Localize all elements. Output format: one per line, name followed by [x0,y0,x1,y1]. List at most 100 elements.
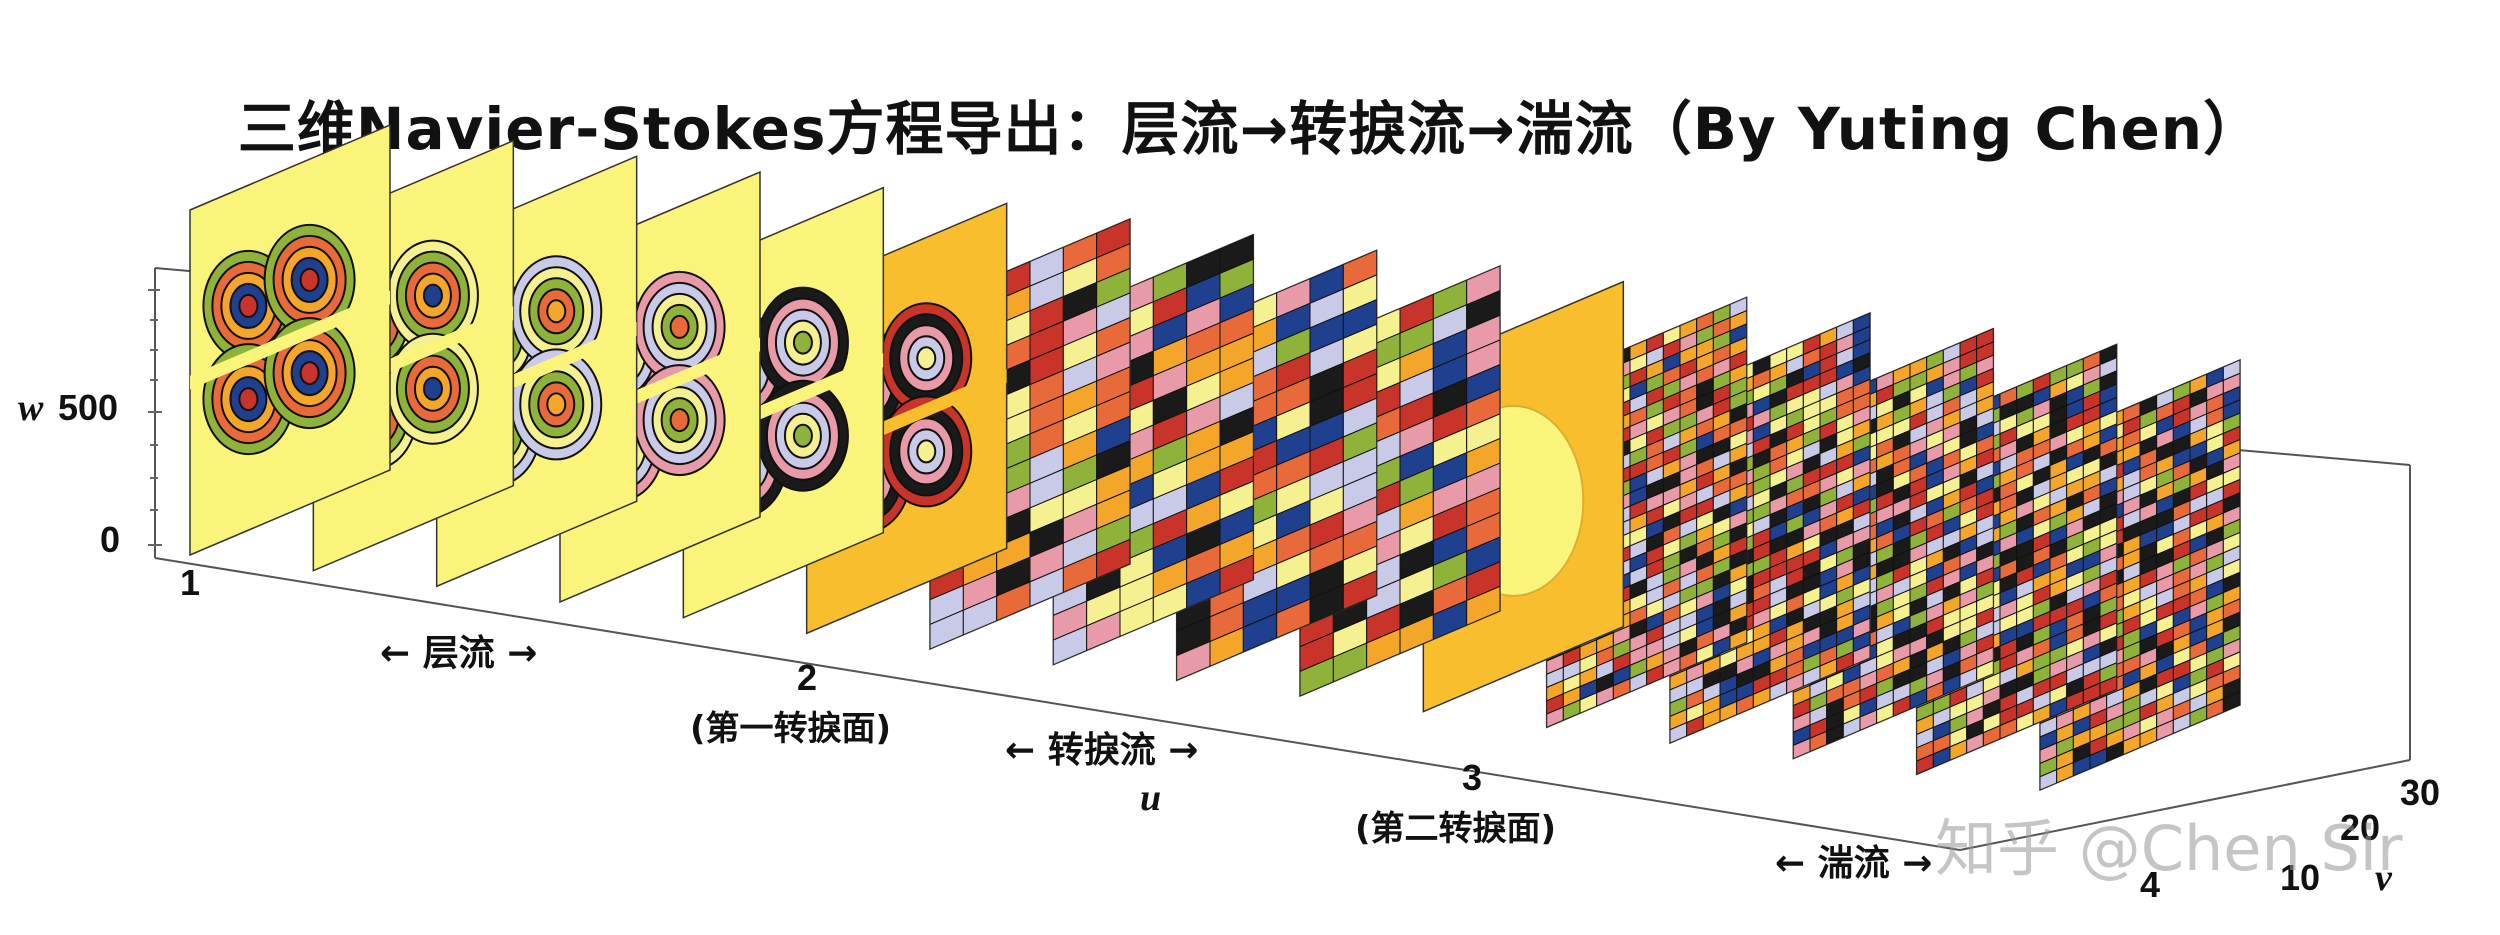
pattern-cell [1342,372,1377,414]
pattern-cell [1219,529,1254,570]
slice-layer [189,123,2241,792]
pattern-cell [1852,604,1870,627]
pattern-cell [2099,529,2117,552]
pattern-cell [1729,495,1747,518]
pattern-cell [2099,370,2117,392]
pattern-cell [1976,460,1994,483]
pattern-cell [1976,593,1994,616]
pattern-cell [1976,526,1994,549]
pattern-cell [1219,307,1254,349]
contour-ring [238,387,259,412]
pattern-cell [2222,452,2240,474]
pattern-cell [1976,606,1994,629]
pattern-cell [2222,611,2240,634]
pattern-cell [1219,455,1254,497]
pattern-cell [1852,391,1870,414]
contour-ring [546,299,567,324]
pattern-cell [1219,554,1254,595]
pattern-cell [2099,516,2117,538]
pattern-cell [1342,397,1377,438]
pattern-cell [1466,462,1500,503]
contour-ring [669,408,690,433]
pattern-cell [1976,619,1994,642]
pattern-cell [1976,473,1994,496]
pattern-cell [2222,571,2240,594]
pattern-cell [2099,502,2117,525]
pattern-cell [1976,659,1994,682]
pattern-cell [2222,505,2240,528]
pattern-cell [1852,378,1870,401]
pattern-cell [1729,429,1747,452]
pattern-cell [1342,422,1377,463]
pattern-cell [2222,412,2240,435]
pattern-cell [1342,520,1377,561]
pattern-cell [1342,471,1377,512]
pattern-cell [1096,538,1130,579]
contour-ring [669,314,690,339]
pattern-cell [1096,341,1130,382]
pattern-cell [2099,555,2117,578]
pattern-cell [1466,339,1500,380]
pattern-cell [1729,508,1747,531]
v-tick-10: 10 [2280,857,2320,898]
pattern-cell [1852,325,1870,348]
pattern-cell [1976,633,1994,655]
pattern-cell [2099,569,2117,592]
pattern-cell [1342,496,1377,537]
pattern-cell [1976,407,1994,430]
pattern-cell [1976,420,1994,443]
pattern-cell [1976,553,1994,576]
pattern-cell [1852,617,1870,640]
pattern-cell [1976,354,1994,377]
pattern-cell [1976,367,1994,390]
pattern-cell [1729,442,1747,465]
pattern-cell [1976,540,1994,563]
pattern-cell [1729,561,1747,584]
pattern-cell [2222,677,2240,700]
pattern-cell [1729,575,1747,598]
slice-laminar [189,123,391,557]
pattern-cell [2222,385,2240,408]
pattern-cell [1466,289,1500,331]
pattern-cell [1976,513,1994,536]
pattern-cell [1219,332,1254,373]
pattern-cell [2099,383,2117,406]
pattern-cell [2222,438,2240,461]
contour-ring [422,376,443,401]
pattern-cell [2222,425,2240,448]
pattern-cell [1466,413,1500,454]
pattern-cell [1852,458,1870,481]
pattern-cell [2099,648,2117,671]
pattern-cell [1096,464,1130,505]
pattern-cell [1219,234,1254,275]
region-turbulent-label: ← 湍流 → [1775,843,1932,884]
pattern-cell [1729,349,1747,372]
pattern-cell [1219,406,1254,447]
w-tick-500: 500 [58,387,118,428]
pattern-cell [1096,489,1130,530]
pattern-cell [2099,436,2117,459]
pattern-cell [1852,498,1870,520]
pattern-cell [2099,476,2117,499]
v-tick-30: 30 [2400,772,2440,813]
pattern-cell [1096,242,1130,284]
pattern-cell [1096,219,1130,259]
pattern-cell [1852,365,1870,388]
pattern-cell [1466,266,1500,306]
pattern-cell [2099,449,2117,472]
pattern-cell [1096,292,1130,333]
pattern-cell [1729,389,1747,412]
pattern-cell [1976,566,1994,589]
pattern-cell [1219,283,1254,324]
contour-ring [916,346,937,371]
pattern-cell [1852,418,1870,441]
pattern-cell [1729,362,1747,385]
pattern-cell [2099,356,2117,379]
pattern-cell [1219,480,1254,521]
pattern-cell [1729,469,1747,491]
frame-front-bottom [154,557,1961,851]
pattern-cell [2222,491,2240,514]
pattern-cell [1729,297,1747,319]
pattern-cell [1729,323,1747,345]
pattern-cell [1096,513,1130,555]
